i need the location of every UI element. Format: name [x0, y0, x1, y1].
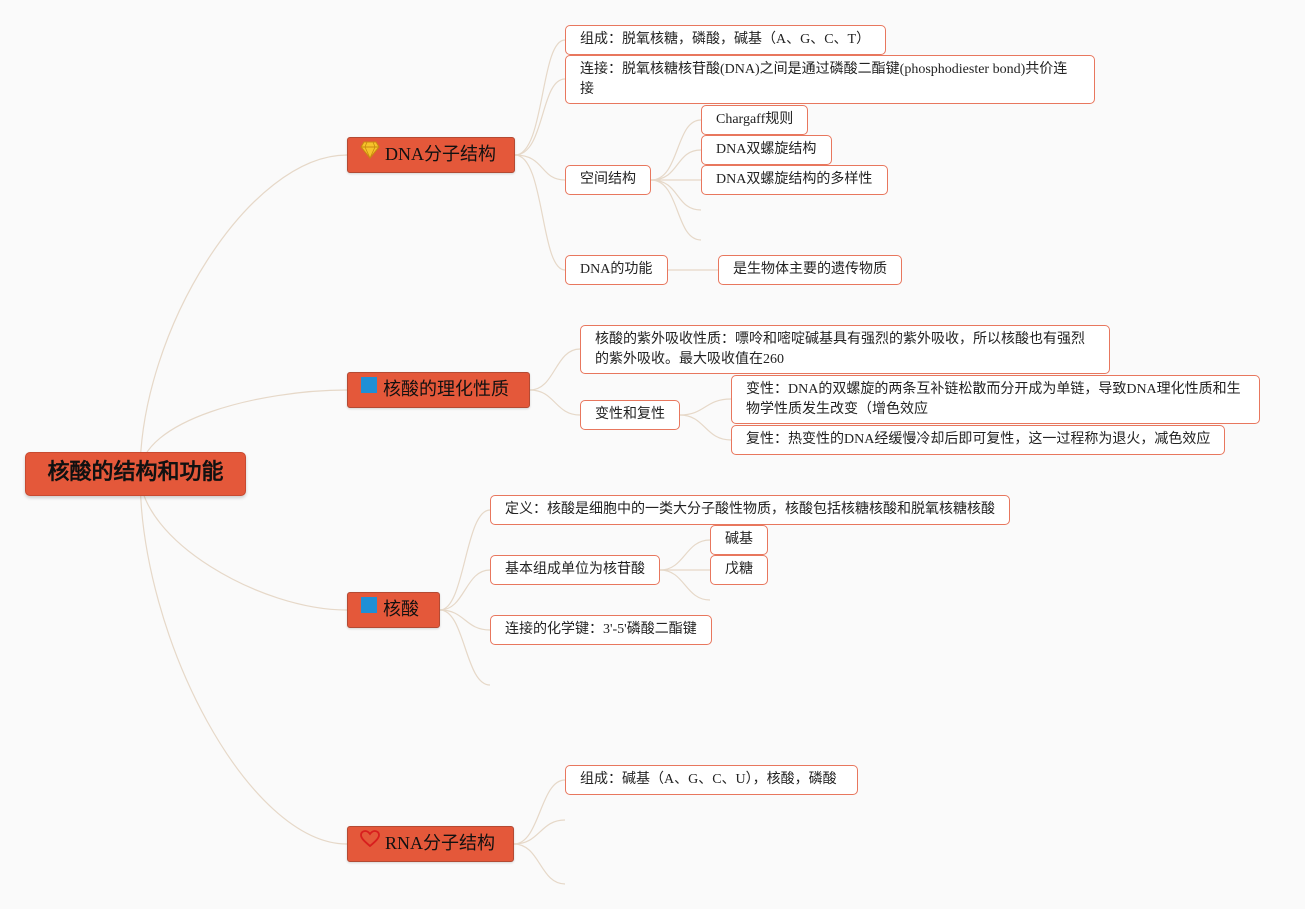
node-pentose[interactable]: 戊糖	[710, 555, 768, 585]
node-uv-absorption[interactable]: 核酸的紫外吸收性质：嘌呤和嘧啶碱基具有强烈的紫外吸收，所以核酸也有强烈的紫外吸收…	[580, 325, 1110, 374]
node-chargaff-rule[interactable]: Chargaff规则	[701, 105, 808, 135]
diamond-icon	[360, 137, 380, 170]
node-denature-renature[interactable]: 变性和复性	[580, 400, 680, 430]
branch-label: 核酸的理化性质	[383, 379, 509, 399]
branch-physicochemical[interactable]: 核酸的理化性质	[347, 372, 530, 408]
node-renaturation[interactable]: 复性：热变性的DNA经缓慢冷却后即可复性，这一过程称为退火，减色效应	[731, 425, 1225, 455]
branch-label: 核酸	[383, 599, 419, 619]
node-dna-linkage[interactable]: 连接：脱氧核糖核苷酸(DNA)之间是通过磷酸二酯键(phosphodiester…	[565, 55, 1095, 104]
node-base[interactable]: 碱基	[710, 525, 768, 555]
node-double-helix-diversity[interactable]: DNA双螺旋结构的多样性	[701, 165, 888, 195]
branch-rna-structure[interactable]: RNA分子结构	[347, 826, 514, 862]
node-chemical-bond[interactable]: 连接的化学键：3'-5'磷酸二酯键	[490, 615, 712, 645]
blue-square-icon	[360, 372, 378, 405]
blue-square-icon	[360, 592, 378, 625]
branch-label: RNA分子结构	[385, 833, 496, 853]
node-spatial-structure[interactable]: 空间结构	[565, 165, 651, 195]
branch-nucleic-acid[interactable]: 核酸	[347, 592, 440, 628]
branch-label: DNA分子结构	[385, 144, 496, 164]
node-denaturation[interactable]: 变性：DNA的双螺旋的两条互补链松散而分开成为单链，导致DNA理化性质和生物学性…	[731, 375, 1260, 424]
node-dna-composition[interactable]: 组成：脱氧核糖，磷酸，碱基（A、G、C、T）	[565, 25, 886, 55]
node-nucleic-definition[interactable]: 定义：核酸是细胞中的一类大分子酸性物质，核酸包括核糖核酸和脱氧核糖核酸	[490, 495, 1010, 525]
node-rna-composition[interactable]: 组成：碱基（A、G、C、U），核酸，磷酸	[565, 765, 858, 795]
node-dna-function[interactable]: DNA的功能	[565, 255, 668, 285]
node-double-helix[interactable]: DNA双螺旋结构	[701, 135, 832, 165]
heart-icon	[360, 826, 380, 859]
branch-dna-structure[interactable]: DNA分子结构	[347, 137, 515, 173]
node-basic-unit[interactable]: 基本组成单位为核苷酸	[490, 555, 660, 585]
node-genetic-material[interactable]: 是生物体主要的遗传物质	[718, 255, 902, 285]
root-topic[interactable]: 核酸的结构和功能	[25, 452, 246, 496]
